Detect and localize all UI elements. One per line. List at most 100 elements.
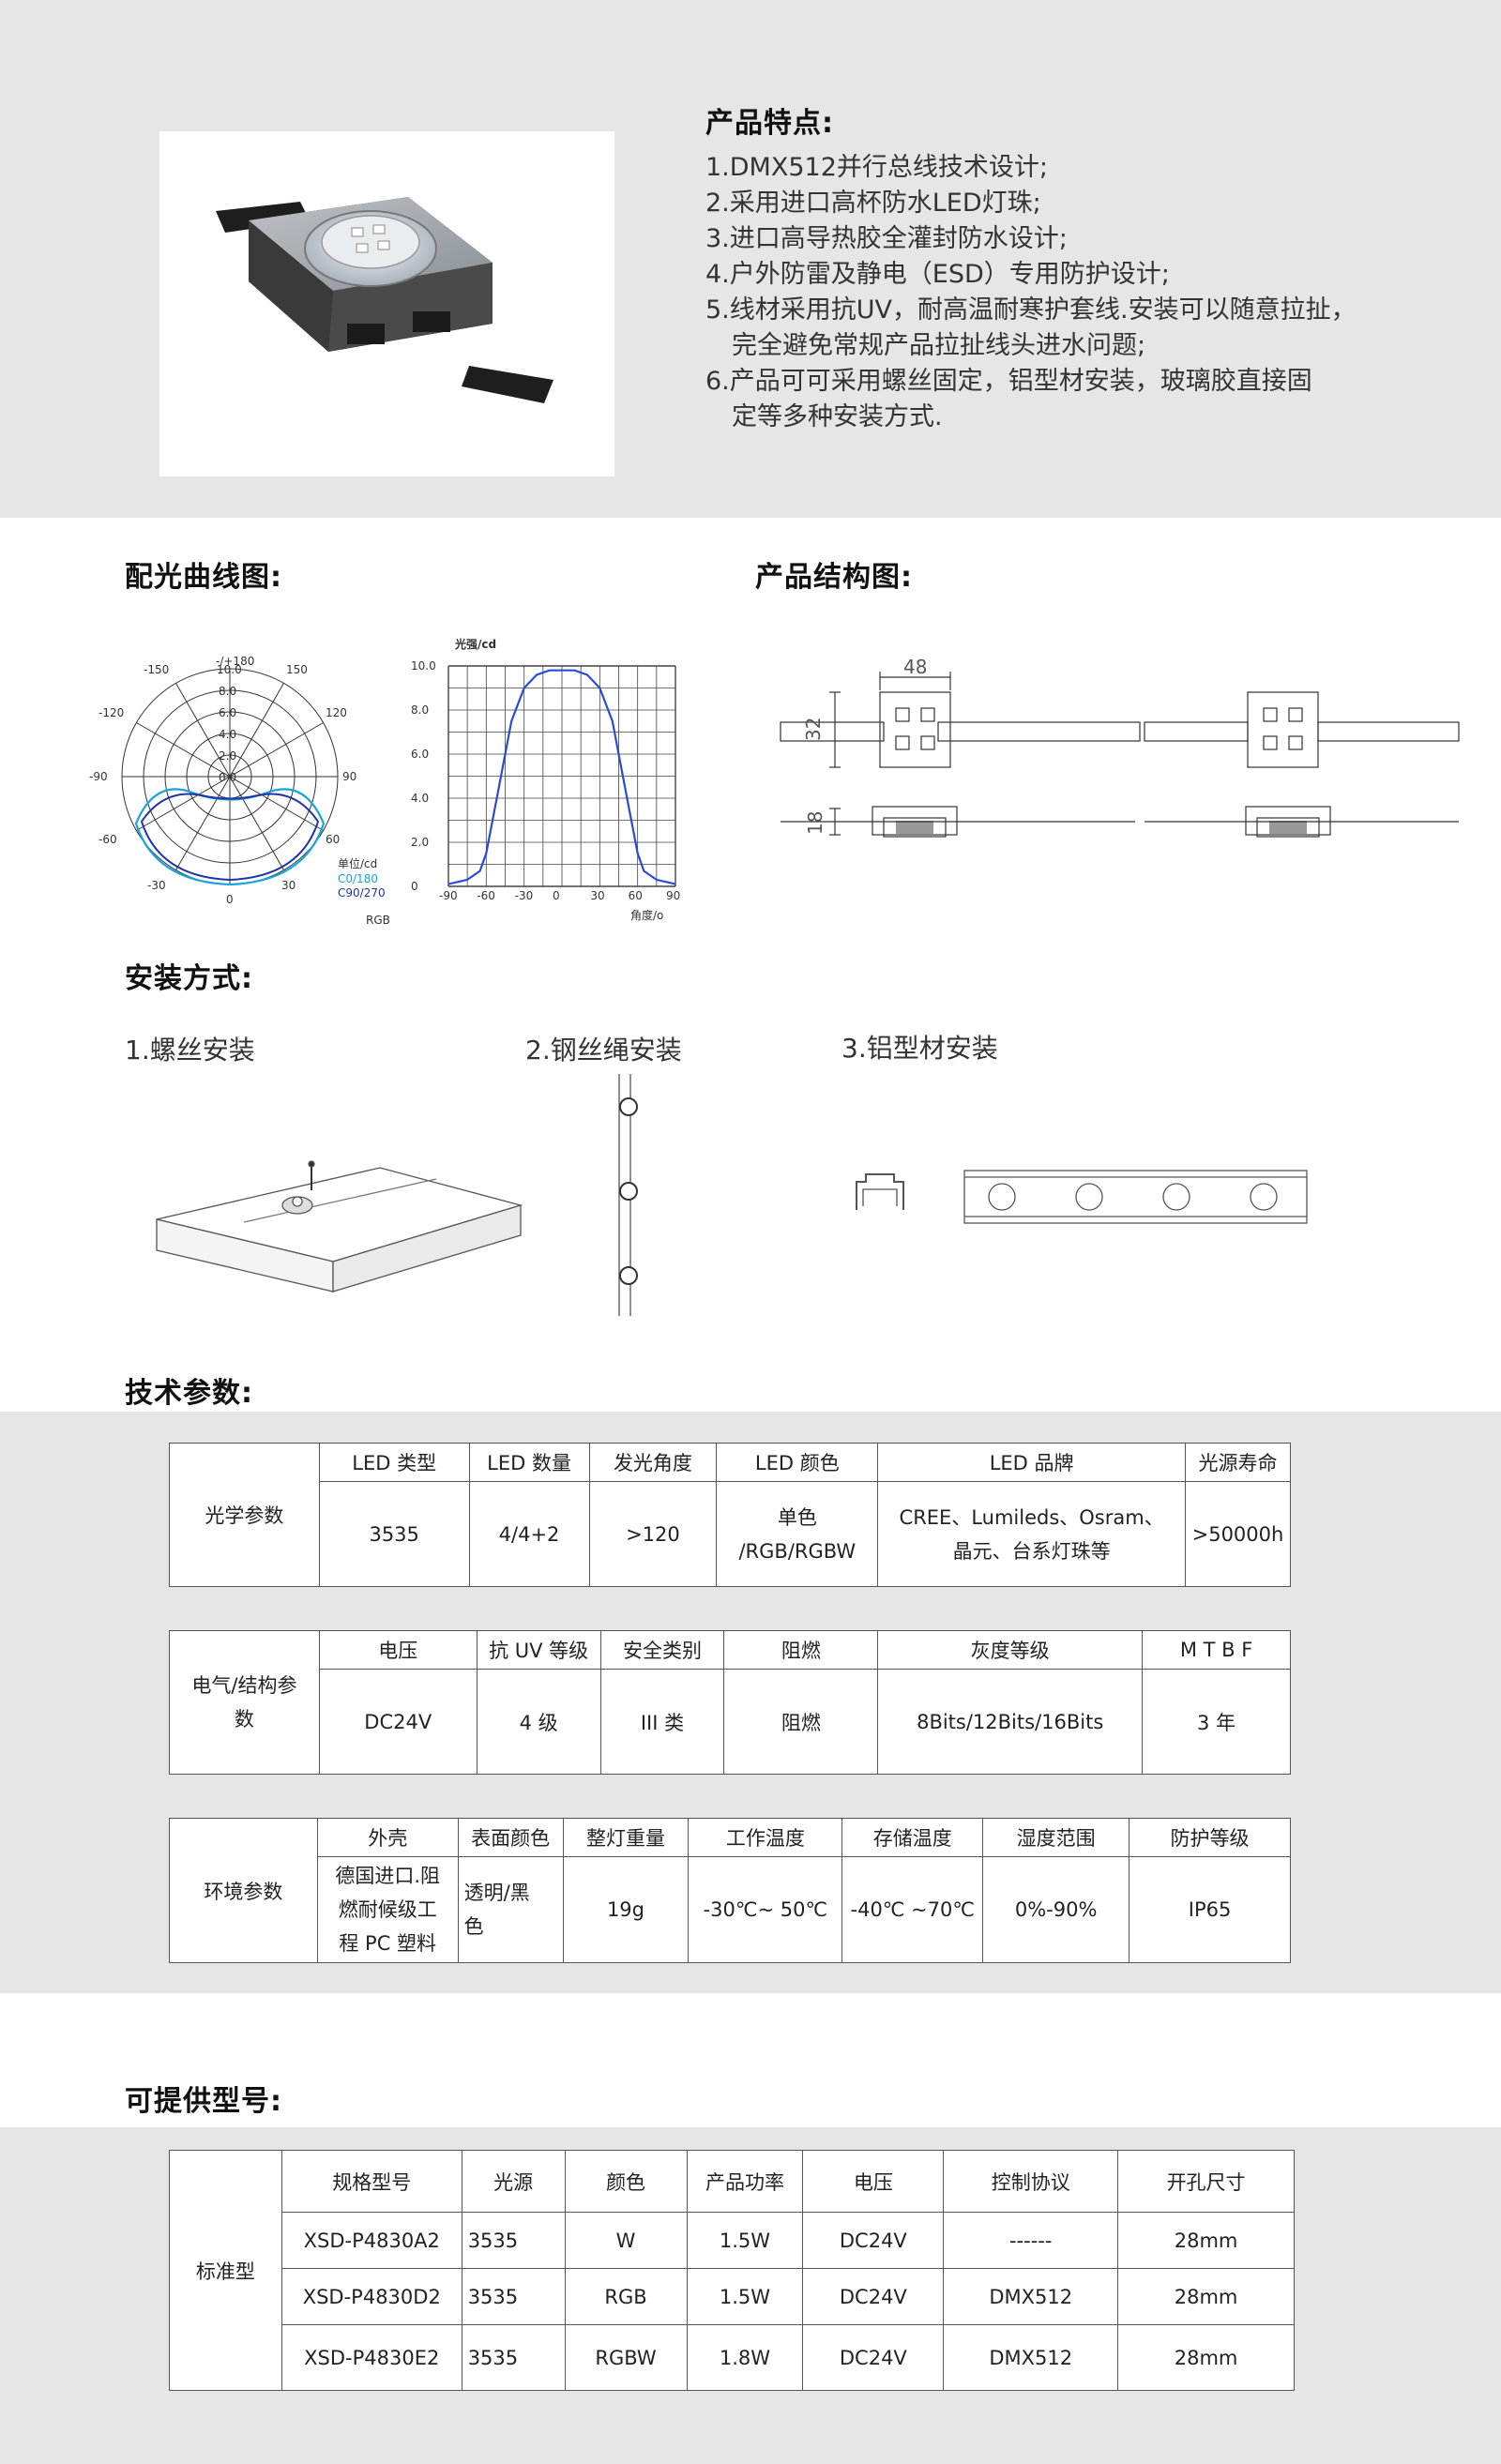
install-wire-drawing [600,1074,657,1318]
optical-value: 单色 /RGB/RGBW [716,1481,879,1587]
y-tick-label: 0 [411,880,418,893]
feature-line-5-cont: 完全避免常规产品拉扯线头进水问题; [732,331,1146,360]
models-title: 可提供型号: [125,2085,282,2118]
environment-category: 环境参数 [169,1818,318,1963]
polar-label-n30: -30 [147,879,166,892]
polar-ring-8: 8.0 [219,685,236,698]
model-cell: 28mm [1117,2324,1295,2391]
feature-line-1: 1.DMX512并行总线技术设计; [705,153,1048,182]
polar-diagram-svg: -/+180 -150 150 -120 120 -90 90 -60 60 -… [89,655,390,927]
model-cell: RGBW [564,2324,688,2391]
polar-ring-0: 0.0 [219,771,236,784]
model-cell: 1.8W [686,2324,804,2391]
feature-line-6-cont: 定等多种安装方式. [732,402,943,431]
model-cell: ------ [943,2212,1119,2269]
models-header: 规格型号 [280,2150,462,2213]
electrical-header: 灰度等级 [877,1630,1144,1670]
electrical-category: 电气/结构参 数 [169,1630,320,1775]
model-cell: XSD-P4830E2 [280,2324,462,2391]
y-tick-label: 8.0 [411,703,429,717]
environment-header: 工作温度 [688,1818,843,1857]
models-header: 控制协议 [943,2150,1119,2213]
environment-header: 表面颜色 [457,1818,564,1857]
features-title: 产品特点: [705,107,834,140]
polar-label-n120: -120 [99,706,124,719]
model-cell: XSD-P4830A2 [280,2212,462,2269]
model-cell: DMX512 [943,2324,1119,2391]
environment-header: 外壳 [316,1818,459,1857]
environment-value: 0%-90% [982,1856,1130,1963]
environment-header: 湿度范围 [982,1818,1130,1857]
install-screw-label: 1.螺丝安装 [125,1035,255,1066]
polar-ring-2: 2.0 [219,749,236,763]
optical-header: LED 品牌 [877,1443,1186,1482]
electrical-value: III 类 [599,1669,725,1775]
polar-label-150: 150 [286,663,308,676]
model-cell: 28mm [1117,2212,1295,2269]
y-tick-label: 4.0 [411,792,429,805]
x-tick-label: -60 [477,889,495,902]
structure-title: 产品结构图: [755,561,913,594]
polar-label-0: 0 [226,893,234,906]
model-cell: DMX512 [943,2268,1119,2325]
models-header: 开孔尺寸 [1117,2150,1295,2213]
polar-label-n60: -60 [99,833,117,846]
polar-label-n90: -90 [89,770,108,783]
environment-table: 环境参数 外壳 表面颜色 整灯重量 工作温度 存储温度 湿度范围 防护等级 德国… [169,1818,1291,1963]
model-cell: W [564,2212,688,2269]
optical-header: LED 颜色 [716,1443,879,1482]
electrical-value: 4 级 [476,1669,601,1775]
model-cell: 28mm [1117,2268,1295,2325]
install-wire-svg [618,1074,638,1316]
environment-header: 整灯重量 [562,1818,690,1857]
optical-header: LED 类型 [318,1443,470,1482]
model-cell: 1.5W [686,2212,804,2269]
polar-label-120: 120 [326,706,347,719]
polar-label-60: 60 [326,833,340,846]
polar-diagram: -/+180 -150 150 -120 120 -90 90 -60 60 -… [80,638,417,943]
optical-value: CREE、Lumileds、Osram、 晶元、台系灯珠等 [877,1481,1186,1587]
x-tick-label: 90 [666,889,680,902]
model-cell: 1.5W [686,2268,804,2325]
install-profile-label: 3.铝型材安装 [841,1033,998,1064]
polar-ring-10: 10.0 [217,663,242,676]
models-header: 光源 [461,2150,566,2213]
electrical-table: 电气/结构参 数 电压 抗 UV 等级 安全类别 阻燃 灰度等级 M T B F… [169,1630,1291,1775]
install-title: 安装方式: [125,962,253,995]
dim-height: 32 [802,718,825,741]
dim-width: 48 [903,657,927,678]
tech-title: 技术参数: [125,1377,253,1410]
product-photo [159,131,614,476]
optical-value: 4/4+2 [468,1481,590,1587]
feature-line-2: 2.采用进口高杯防水LED灯珠; [705,189,1041,218]
models-header: 颜色 [564,2150,688,2213]
product-photo-image [216,197,553,403]
optical-header: 光源寿命 [1184,1443,1292,1482]
model-cell: XSD-P4830D2 [280,2268,462,2325]
environment-value: 19g [562,1856,690,1963]
feature-line-5: 5.线材采用抗UV，耐高温耐寒护套线.安装可以随意拉扯， [705,295,1357,325]
models-table: 标准型 规格型号 光源 颜色 产品功率 电压 控制协议 开孔尺寸 XSD-P48… [169,2150,1295,2391]
electrical-value: DC24V [318,1669,478,1775]
table-row: XSD-P4830A2 3535 W 1.5W DC24V ------ 28m… [170,2212,1295,2269]
environment-value: 透明/黑 色 [457,1856,564,1963]
polar-label-n150: -150 [144,663,169,676]
model-cell: 3535 [461,2324,566,2391]
table-row: XSD-P4830E2 3535 RGBW 1.8W DC24V DMX512 … [170,2324,1295,2391]
electrical-value: 3 年 [1142,1669,1291,1775]
feature-line-4: 4.户外防雷及静电（ESD）专用防护设计; [705,260,1170,289]
models-header: 产品功率 [686,2150,804,2213]
electrical-header: 阻燃 [723,1630,879,1670]
optical-value: >50000h [1184,1481,1292,1587]
polar-source: RGB [366,914,390,927]
intensity-series-line [447,669,676,885]
intensity-chart-title: 光强/cd [454,637,496,651]
models-category: 标准型 [169,2150,282,2391]
feature-line-6: 6.产品可可采用螺丝固定，铝型材安装，玻璃胶直接固 [705,367,1312,396]
y-tick-label: 2.0 [411,836,429,849]
feature-line-3: 3.进口高导热胶全灌封防水设计; [705,224,1068,253]
electrical-header: M T B F [1142,1630,1291,1670]
x-tick-label: 30 [590,889,604,902]
x-tick-label: -30 [515,889,534,902]
